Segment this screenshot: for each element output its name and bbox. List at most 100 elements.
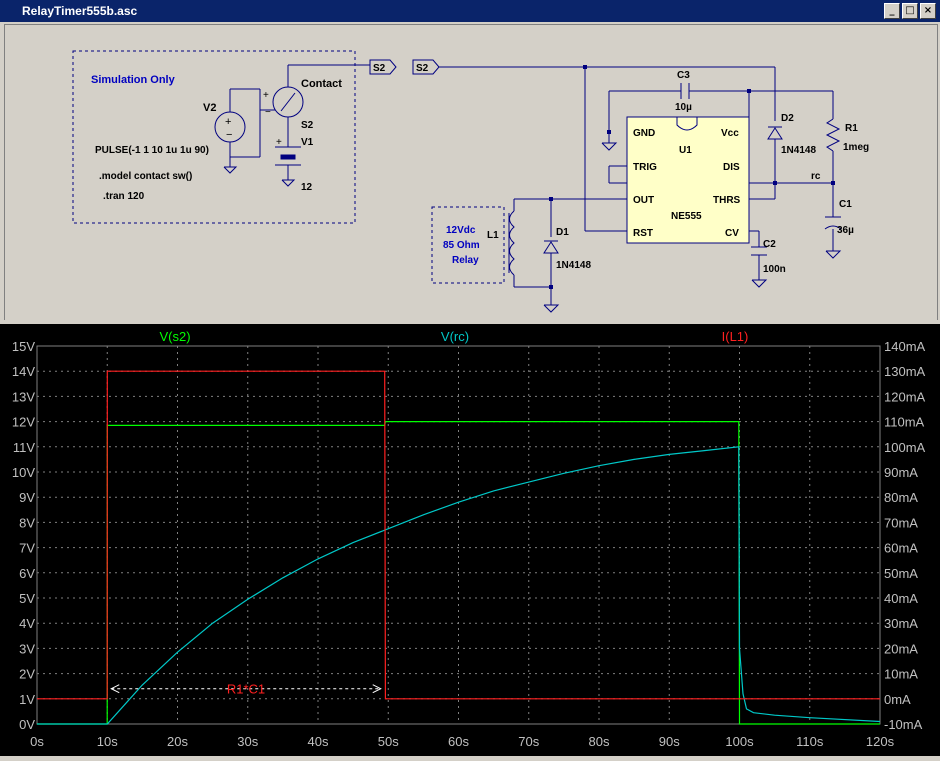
minimize-button[interactable]: _ [884,3,900,19]
x-tick-label: 60s [448,734,469,749]
y-left-tick-label: 3V [19,641,35,656]
y-left-tick-label: 6V [19,566,35,581]
y-left-tick-label: 5V [19,591,35,606]
switch-s2-icon: + − [230,64,370,158]
x-tick-label: 50s [378,734,399,749]
y-left-tick-label: 2V [19,667,35,682]
v1-value: 12 [301,182,313,193]
ic-u1-body[interactable] [626,116,750,244]
y-left-tick-label: 9V [19,490,35,505]
x-tick-label: 100s [725,734,754,749]
y-right-tick-label: 50mA [884,566,918,581]
pin-thrs: THRS [713,195,741,206]
y-left-tick-label: 8V [19,515,35,530]
x-tick-label: 10s [97,734,118,749]
maximize-button[interactable]: □ [902,3,918,19]
diode-d2-icon [767,126,783,140]
y-left-tick-label: 7V [19,541,35,556]
resistor-r1-icon [825,118,841,152]
trace-vrc [37,446,881,725]
u1-label: U1 [679,145,692,156]
window-title: RelayTimer555b.asc [22,4,138,18]
pin-out: OUT [633,195,654,206]
c3-label: C3 [677,70,690,81]
x-tick-label: 80s [589,734,610,749]
svg-text:−: − [265,107,271,118]
diode-d1-icon [543,240,560,313]
c3-value: 10µ [675,102,692,113]
annotation-arrowhead-right [372,684,382,694]
y-left-tick-label: 15V [12,339,35,354]
x-tick-label: 110s [796,734,824,749]
x-tick-label: 0s [30,734,44,749]
y-right-tick-label: 130mA [884,364,926,379]
net-rc-label: rc [811,171,821,182]
y-right-tick-label: 30mA [884,616,918,631]
l1-label: L1 [487,230,499,241]
s2-label: S2 [301,120,314,131]
tran-directive: .tran 120 [103,191,145,202]
pin-cv: CV [725,228,739,239]
y-left-tick-label: 13V [12,389,35,404]
svg-text:+: + [225,116,231,128]
u1-part: NE555 [671,211,702,222]
close-button[interactable]: × [920,3,936,19]
d1-value: 1N4148 [556,260,591,271]
d2-value: 1N4148 [781,145,816,156]
y-left-tick-label: 10V [12,465,35,480]
annotation-arrowhead-left [110,684,120,694]
contact-label: Contact [301,78,342,90]
legend-vs2: V(s2) [159,329,190,344]
pin-trig: TRIG [633,162,657,173]
schematic-canvas[interactable]: Simulation Only V2 PULSE(-1 1 10 1u 1u 9… [5,25,937,320]
pin-gnd: GND [633,128,655,139]
schematic-editor[interactable]: Simulation Only V2 PULSE(-1 1 10 1u 1u 9… [4,24,938,321]
x-tick-label: 30s [237,734,258,749]
svg-text:+: + [276,137,282,148]
y-left-tick-label: 1V [19,692,35,707]
trace-il1 [37,370,880,700]
title-bar: RelayTimer555b.asc _ □ × [0,0,940,22]
y-right-tick-label: 10mA [884,667,918,682]
d2-label: D2 [781,113,794,124]
relay-line1: 12Vdc [446,225,476,236]
c1-label: C1 [839,199,852,210]
y-left-tick-label: 12V [12,415,35,430]
x-tick-label: 40s [308,734,329,749]
svg-text:+: + [263,90,269,101]
plot-frame [36,345,881,725]
r1-label: R1 [845,123,858,134]
v2-source-icon: + − [214,88,260,174]
net-s2-out: S2 [373,63,386,74]
net-s2-in: S2 [416,63,429,74]
capacitor-c3-icon [680,83,690,99]
legend-vrc: V(rc) [441,329,469,344]
y-right-tick-label: 0mA [884,692,911,707]
c2-value: 100n [763,264,786,275]
y-left-tick-label: 11V [13,440,35,455]
x-tick-label: 70s [518,734,539,749]
relay-line2: 85 Ohm [443,240,480,251]
c2-label: C2 [763,239,776,250]
svg-text:−: − [226,129,232,141]
y-right-tick-label: -10mA [884,717,923,732]
annotation-label: R1*C1 [227,682,265,697]
capacitor-c2-icon [751,246,768,288]
y-right-tick-label: 40mA [884,591,918,606]
y-right-tick-label: 140mA [884,339,926,354]
y-left-tick-label: 4V [19,616,35,631]
y-right-tick-label: 120mA [884,389,926,404]
y-right-tick-label: 70mA [884,515,918,530]
y-right-tick-label: 110mA [884,415,925,430]
x-tick-label: 90s [659,734,680,749]
y-left-tick-label: 14V [12,364,35,379]
d1-label: D1 [556,227,569,238]
y-left-tick-label: 0V [19,717,35,732]
y-right-tick-label: 100mA [884,440,926,455]
legend-il1: I(L1) [722,329,749,344]
y-right-tick-label: 20mA [884,641,918,656]
relay-line3: Relay [452,255,479,266]
v2-label: V2 [203,102,216,114]
